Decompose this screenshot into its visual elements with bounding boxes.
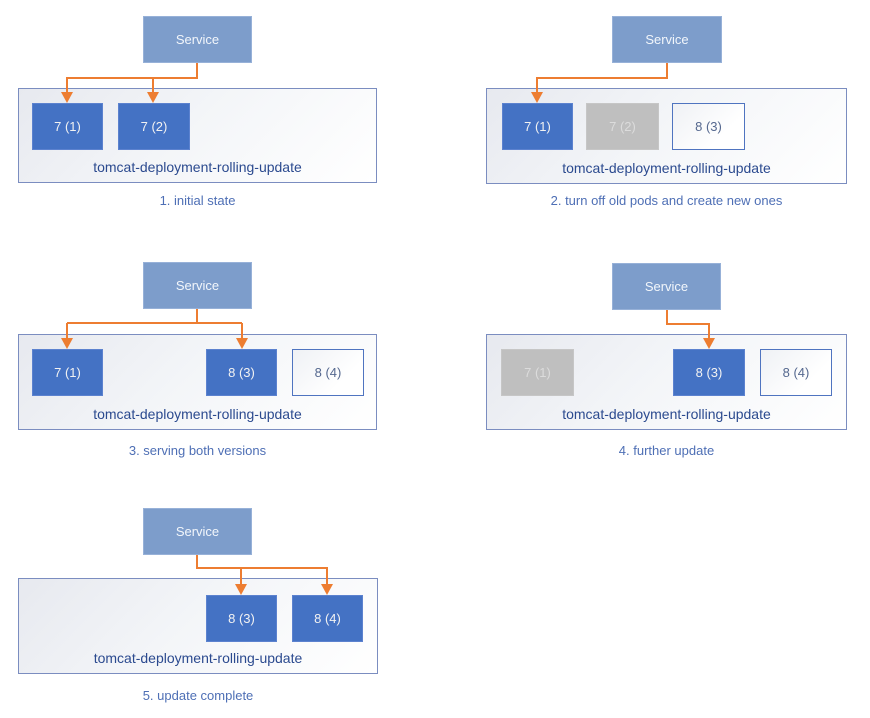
pod-8-4: 8 (4)	[292, 595, 363, 642]
service-box: Service	[143, 16, 252, 63]
pod-8-3: 8 (3)	[206, 349, 277, 396]
panel-caption: 1. initial state	[159, 193, 236, 208]
service-box: Service	[143, 508, 252, 555]
panel-update-complete: Service tomcat-deployment-rolling-update…	[0, 480, 435, 718]
deployment-label: tomcat-deployment-rolling-update	[562, 160, 771, 176]
service-box: Service	[612, 16, 722, 63]
panel-turn-off-old-pods: Service tomcat-deployment-rolling-update…	[435, 0, 870, 240]
pod-8-3-new: 8 (3)	[672, 103, 745, 150]
pod-7-1: 7 (1)	[32, 103, 103, 150]
deployment-label: tomcat-deployment-rolling-update	[93, 406, 302, 422]
panel-serving-both-versions: Service tomcat-deployment-rolling-update…	[0, 240, 435, 480]
service-label: Service	[175, 524, 220, 539]
pod-7-1: 7 (1)	[32, 349, 103, 396]
pod-8-3: 8 (3)	[673, 349, 745, 396]
panel-caption: 3. serving both versions	[128, 443, 267, 458]
service-label: Service	[645, 32, 689, 47]
deployment-label: tomcat-deployment-rolling-update	[93, 159, 302, 175]
pod-8-4-new: 8 (4)	[292, 349, 364, 396]
pod-7-1-terminated: 7 (1)	[501, 349, 574, 396]
service-label: Service	[644, 279, 689, 294]
panel-caption: 4. further update	[618, 443, 715, 458]
service-label: Service	[175, 278, 220, 293]
deployment-label: tomcat-deployment-rolling-update	[93, 650, 303, 666]
pod-7-2-terminated: 7 (2)	[586, 103, 659, 150]
pod-8-3: 8 (3)	[206, 595, 277, 642]
panel-caption: 5. update complete	[142, 688, 254, 703]
panel-caption: 2. turn off old pods and create new ones	[550, 193, 783, 208]
deployment-label: tomcat-deployment-rolling-update	[562, 406, 771, 422]
service-label: Service	[175, 32, 220, 47]
panel-initial-state: Service tomcat-deployment-rolling-update…	[0, 0, 435, 240]
pod-8-4-new: 8 (4)	[760, 349, 832, 396]
pod-7-2: 7 (2)	[118, 103, 190, 150]
pod-7-1: 7 (1)	[502, 103, 573, 150]
panel-further-update: Service tomcat-deployment-rolling-update…	[435, 240, 870, 480]
service-box: Service	[143, 262, 252, 309]
service-box: Service	[612, 263, 721, 310]
